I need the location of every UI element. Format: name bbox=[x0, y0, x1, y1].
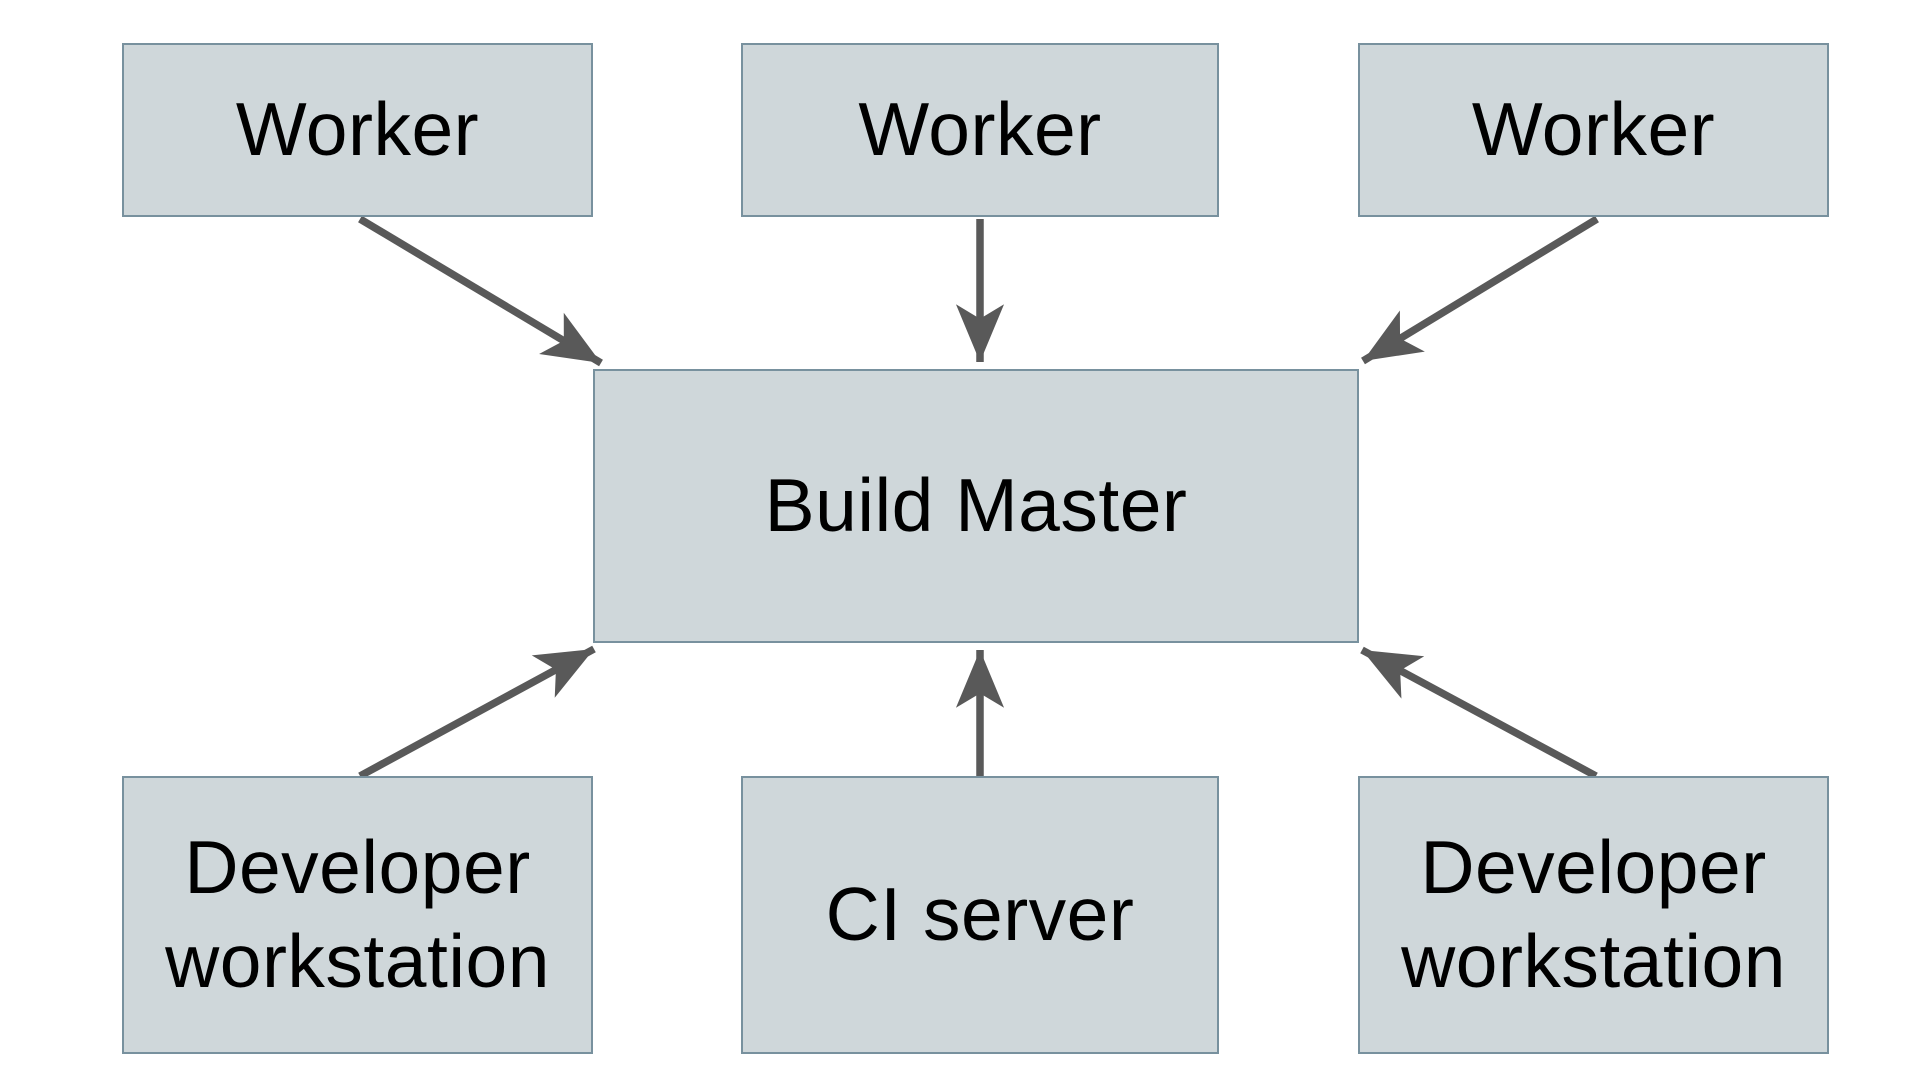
node-developer-workstation-left: Developer workstation bbox=[122, 776, 593, 1054]
edge-worker-3-to-build-master bbox=[1361, 215, 1599, 365]
node-worker-1: Worker bbox=[122, 43, 593, 217]
node-developer-workstation-left-label: Developer workstation bbox=[165, 825, 550, 1003]
node-ci-server: CI server bbox=[741, 776, 1219, 1054]
node-worker-2: Worker bbox=[741, 43, 1219, 217]
edge-worker-1-to-build-master bbox=[358, 215, 603, 367]
node-worker-3-label: Worker bbox=[1471, 87, 1716, 172]
node-ci-server-label: CI server bbox=[825, 872, 1135, 957]
edge-developer-workstation-left-to-build-master bbox=[358, 645, 596, 780]
node-build-master-label: Build Master bbox=[764, 463, 1188, 548]
edge-developer-workstation-right-to-build-master bbox=[1360, 646, 1598, 780]
node-developer-workstation-right-label: Developer workstation bbox=[1401, 825, 1786, 1003]
node-build-master: Build Master bbox=[593, 369, 1359, 643]
node-developer-workstation-right: Developer workstation bbox=[1358, 776, 1829, 1054]
node-worker-3: Worker bbox=[1358, 43, 1829, 217]
node-worker-1-label: Worker bbox=[235, 87, 480, 172]
node-worker-2-label: Worker bbox=[858, 87, 1102, 172]
